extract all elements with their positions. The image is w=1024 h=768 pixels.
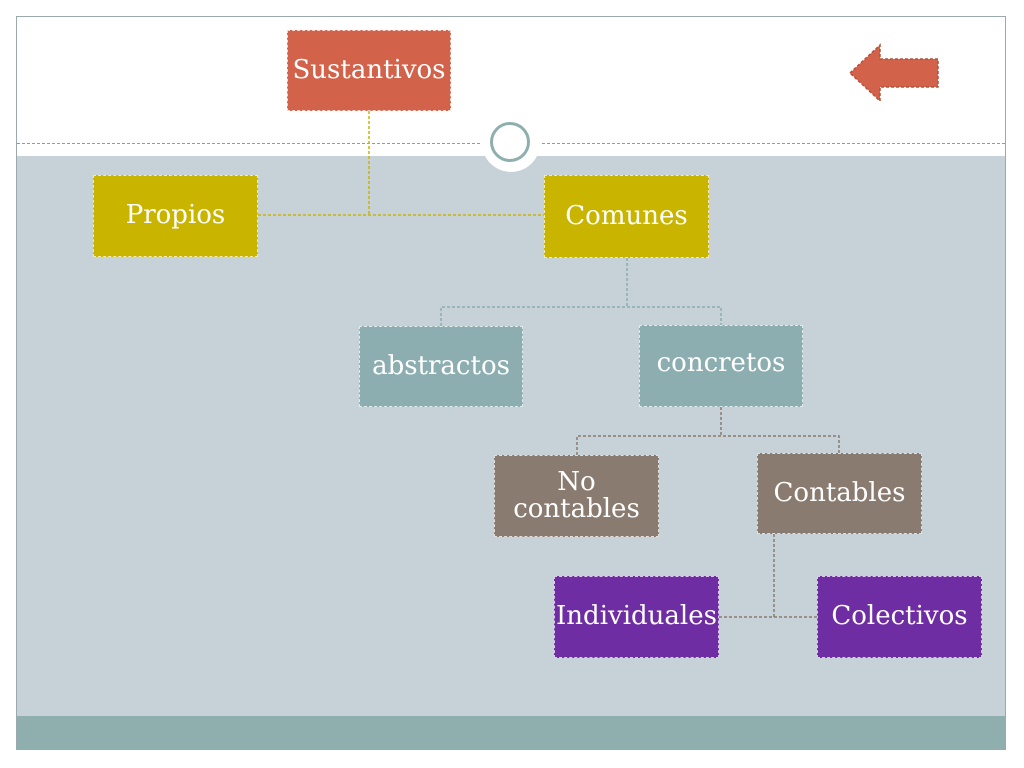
node-sustantivos-label: Sustantivos <box>292 54 446 85</box>
node-sustantivos: Sustantivos <box>287 30 451 111</box>
node-no-contables: No contables <box>494 455 659 537</box>
node-abstractos-label: abstractos <box>372 350 510 381</box>
node-propios: Propios <box>93 175 258 257</box>
node-abstractos: abstractos <box>359 326 523 407</box>
footer-band <box>17 716 1005 750</box>
node-individuales: Individuales <box>554 576 719 658</box>
node-colectivos-label: Colectivos <box>831 601 968 632</box>
connector-comunes <box>440 258 722 326</box>
node-concretos: concretos <box>639 325 803 407</box>
circle-icon <box>490 122 530 162</box>
node-no-contables-label: No contables <box>513 466 640 524</box>
node-colectivos: Colectivos <box>817 576 982 658</box>
node-concretos-label: concretos <box>656 348 786 378</box>
connector-concretos <box>576 407 840 455</box>
node-propios-label: Propios <box>125 200 226 231</box>
connector-contables <box>719 534 817 618</box>
node-comunes: Comunes <box>544 175 709 258</box>
node-comunes-label: Comunes <box>565 200 688 231</box>
node-contables: Contables <box>757 453 922 534</box>
connector-sustantivos <box>258 111 544 216</box>
node-individuales-label: Individuales <box>556 601 717 632</box>
node-contables-label: Contables <box>773 477 906 508</box>
back-arrow-icon[interactable] <box>846 42 942 104</box>
